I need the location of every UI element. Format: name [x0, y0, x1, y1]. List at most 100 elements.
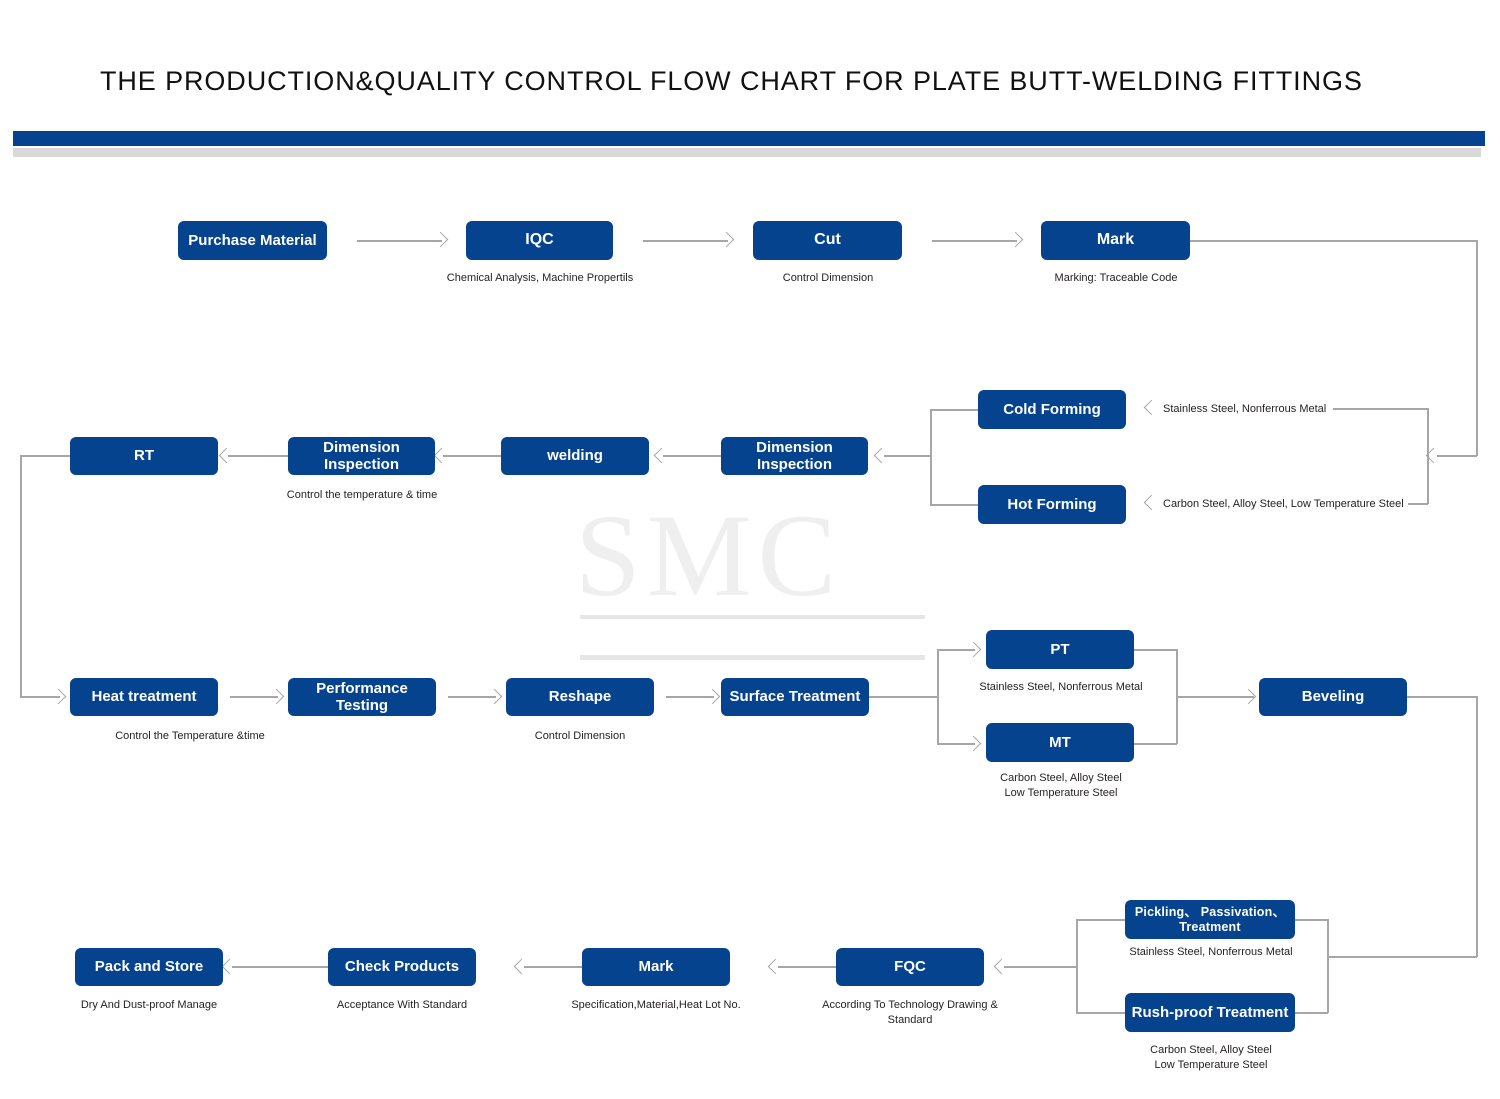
- arrowhead-fqc-to-mark: [767, 958, 784, 975]
- watermark-text: SMC: [575, 490, 843, 621]
- arrowhead-inspection1-to-rt: [218, 447, 235, 464]
- node-cold-forming[interactable]: Cold Forming: [978, 390, 1126, 429]
- caption-mark-top: Marking: Traceable Code: [1054, 272, 1178, 284]
- connector-rt-left: [20, 455, 70, 457]
- node-performance-testing[interactable]: Performance Testing: [288, 678, 436, 716]
- arrowhead-treatment-to-fqc: [993, 958, 1010, 975]
- caption-cold-forming: Stainless Steel, Nonferrous Metal: [1163, 403, 1327, 415]
- watermark-rule-1: [580, 615, 925, 619]
- node-label: Beveling: [1301, 688, 1365, 706]
- caption-fqc: According To Technology Drawing & Standa…: [822, 999, 998, 1026]
- node-check-products[interactable]: Check Products: [328, 948, 476, 986]
- header-accent-bar: [13, 131, 1485, 146]
- node-pack-and-store[interactable]: Pack and Store: [75, 948, 223, 986]
- node-welding[interactable]: welding: [501, 437, 649, 475]
- watermark-rule-2: [580, 655, 925, 660]
- node-heat-treatment[interactable]: Heat treatment: [70, 678, 218, 716]
- node-label: Check Products: [344, 958, 460, 976]
- header-rule: [13, 148, 1481, 157]
- connector-forming-merge-bracket: [930, 409, 932, 505]
- node-label: RT: [134, 447, 154, 465]
- connector-mark-right: [1190, 240, 1477, 242]
- node-iqc[interactable]: IQC: [466, 221, 613, 260]
- node-fqc[interactable]: FQC: [836, 948, 984, 986]
- connector-fqc-to-mark: [778, 966, 836, 968]
- arrowhead-performance-to-reshape: [486, 688, 503, 705]
- connector-welding-to-inspection1: [443, 455, 501, 457]
- caption-iqc: Chemical Analysis, Machine Propertils: [446, 272, 634, 284]
- node-label: Pack and Store: [94, 958, 204, 976]
- connector-rt-down: [20, 455, 22, 697]
- node-mark-bottom[interactable]: Mark: [582, 948, 730, 986]
- node-label: Pickling、 Passivation、 Treatment: [1134, 905, 1286, 934]
- arrowhead-mark-to-check: [513, 958, 530, 975]
- connector-surface-out: [869, 696, 938, 698]
- arrowhead-cut-to-mark: [1007, 231, 1024, 248]
- caption-mark-bottom: Specification,Material,Heat Lot No.: [571, 999, 741, 1011]
- arrowhead-welding-to-inspection1: [433, 447, 450, 464]
- node-pickling-passivation-treatment[interactable]: Pickling、 Passivation、 Treatment: [1125, 900, 1295, 939]
- connector-forming-to-inspection: [884, 455, 930, 457]
- node-label: PT: [1050, 640, 1070, 658]
- connector-forming-caption-cold: [1333, 408, 1428, 410]
- arrowhead-cold-forming: [1143, 399, 1160, 416]
- node-cut[interactable]: Cut: [753, 221, 902, 260]
- node-label: Cold Forming: [1003, 400, 1101, 418]
- arrowhead-ptmt-to-beveling: [1240, 688, 1257, 705]
- caption-pt: Stainless Steel, Nonferrous Metal: [979, 681, 1143, 693]
- node-label: IQC: [525, 231, 554, 249]
- connector-mark-to-check: [524, 966, 582, 968]
- connector-mt-out: [1134, 743, 1177, 745]
- connector-beveling-right: [1407, 696, 1477, 698]
- connector-rt-to-heat-treatment: [20, 696, 60, 698]
- arrowhead-reshape-to-surface: [704, 688, 721, 705]
- connector-forming-bracket-right: [1427, 408, 1429, 504]
- connector-pickling-out: [1076, 919, 1125, 921]
- node-mark-top[interactable]: Mark: [1041, 221, 1190, 260]
- node-label: FQC: [894, 958, 926, 976]
- node-label: Mark: [1096, 231, 1135, 249]
- connector-pt-out: [1134, 649, 1177, 651]
- connector-treatment-merge-bracket: [1076, 919, 1078, 1013]
- node-dimension-inspection-2[interactable]: Dimension Inspection: [721, 437, 868, 475]
- node-label: Dimension Inspection: [756, 438, 833, 473]
- node-pt[interactable]: PT: [986, 630, 1134, 669]
- caption-mt: Carbon Steel, Alloy Steel Low Temperatur…: [1000, 772, 1122, 799]
- connector-hot-forming-out: [930, 504, 978, 506]
- node-purchase-material[interactable]: Purchase Material: [178, 221, 327, 260]
- arrowhead-purchase-to-iqc: [432, 231, 449, 248]
- node-label: Dimension Inspection: [323, 438, 400, 473]
- node-surface-treatment[interactable]: Surface Treatment: [721, 678, 869, 716]
- connector-ptmt-to-beveling: [1176, 696, 1254, 698]
- connector-treatment-split-bracket: [1327, 919, 1329, 1013]
- arrowhead-heat-to-performance: [268, 688, 285, 705]
- connector-to-pt: [937, 649, 975, 651]
- node-mt[interactable]: MT: [986, 723, 1134, 762]
- caption-heat-treatment: Control the Temperature &time: [115, 730, 265, 742]
- connector-cold-forming-out: [930, 409, 978, 411]
- node-rt[interactable]: RT: [70, 437, 218, 475]
- caption-cut: Control Dimension: [782, 272, 874, 284]
- caption-check-products: Acceptance With Standard: [336, 999, 468, 1011]
- connector-inspection1-to-rt: [228, 455, 288, 457]
- connector-iqc-to-cut: [643, 240, 728, 242]
- node-label: Heat treatment: [91, 688, 197, 706]
- node-rush-proof-treatment[interactable]: Rush-proof Treatment: [1125, 993, 1295, 1032]
- watermark: SMC: [575, 497, 925, 667]
- connector-cut-to-mark: [932, 240, 1017, 242]
- node-reshape[interactable]: Reshape: [506, 678, 654, 716]
- node-label: Performance Testing: [316, 679, 408, 714]
- arrowhead-hot-forming: [1143, 494, 1160, 511]
- node-beveling[interactable]: Beveling: [1259, 678, 1407, 716]
- connector-performance-to-reshape: [448, 696, 496, 698]
- node-label: Surface Treatment: [729, 688, 861, 706]
- node-hot-forming[interactable]: Hot Forming: [978, 485, 1126, 524]
- connector-to-mt: [937, 743, 975, 745]
- connector-rush-proof-out: [1076, 1012, 1125, 1014]
- connector-mark-down: [1476, 240, 1478, 456]
- arrowhead-to-pt: [965, 641, 982, 658]
- connector-to-pickling: [1295, 919, 1328, 921]
- node-dimension-inspection-1[interactable]: Dimension Inspection: [288, 437, 435, 475]
- arrowhead-to-mt: [965, 735, 982, 752]
